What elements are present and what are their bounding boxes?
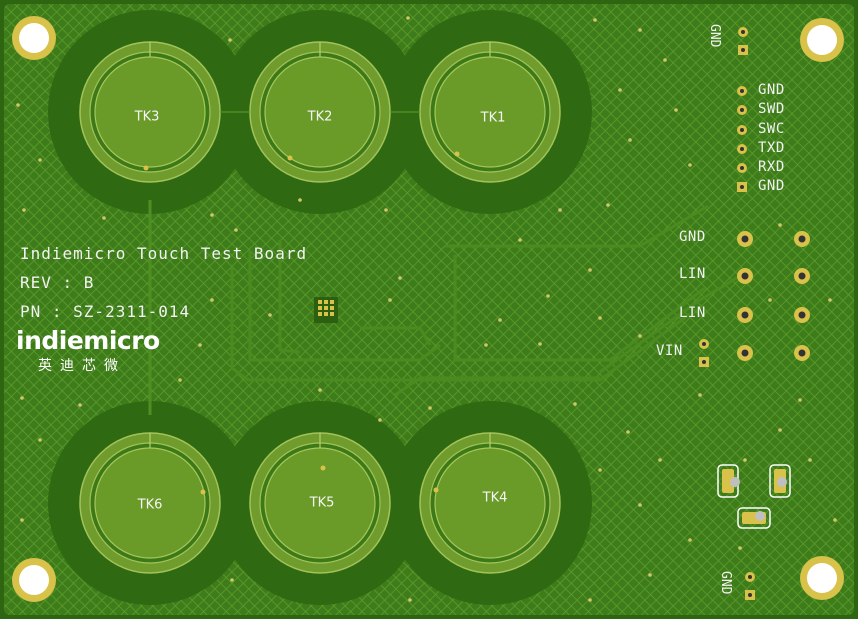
debug-pin-label: TXD <box>758 140 785 156</box>
touch-key-label: TK5 <box>309 495 335 511</box>
component-footprints <box>717 464 791 529</box>
debug-pin-label: GND <box>758 82 785 98</box>
bottom-key-cluster <box>48 401 592 605</box>
power-pin-label: VIN <box>656 343 683 359</box>
top-gnd-pads <box>738 27 748 55</box>
vias <box>16 16 837 602</box>
touch-key-label: TK2 <box>307 109 333 125</box>
board-revision: REV : B <box>20 273 95 292</box>
debug-header-pads <box>737 86 747 192</box>
touch-key-label: TK1 <box>480 110 506 126</box>
power-pin-label: LIN <box>679 266 706 282</box>
top-key-cluster <box>48 10 592 214</box>
touch-key-label: TK4 <box>482 490 508 506</box>
debug-pin-label: GND <box>758 178 785 194</box>
ic-footprint <box>314 297 338 323</box>
board-part-number: PN : SZ-2311-014 <box>20 302 191 321</box>
power-pin-label: LIN <box>679 305 706 321</box>
mounting-holes <box>12 16 844 602</box>
company-logo: indiemicro <box>16 326 160 355</box>
traces <box>230 204 741 397</box>
power-connector-pads <box>699 231 810 367</box>
debug-pin-label: RXD <box>758 159 785 175</box>
power-pin-label: GND <box>679 229 706 245</box>
touch-key-label: TK3 <box>134 109 160 125</box>
bottom-gnd-pads <box>745 572 755 600</box>
bottom-gnd-label: GND <box>718 571 733 595</box>
top-gnd-label: GND <box>707 24 722 48</box>
debug-pin-label: SWD <box>758 101 785 117</box>
board-title: Indiemicro Touch Test Board <box>20 244 308 263</box>
company-logo-cn: 英迪芯微 <box>38 358 126 374</box>
touch-key-label: TK6 <box>137 497 163 513</box>
debug-pin-label: SWC <box>758 121 785 137</box>
